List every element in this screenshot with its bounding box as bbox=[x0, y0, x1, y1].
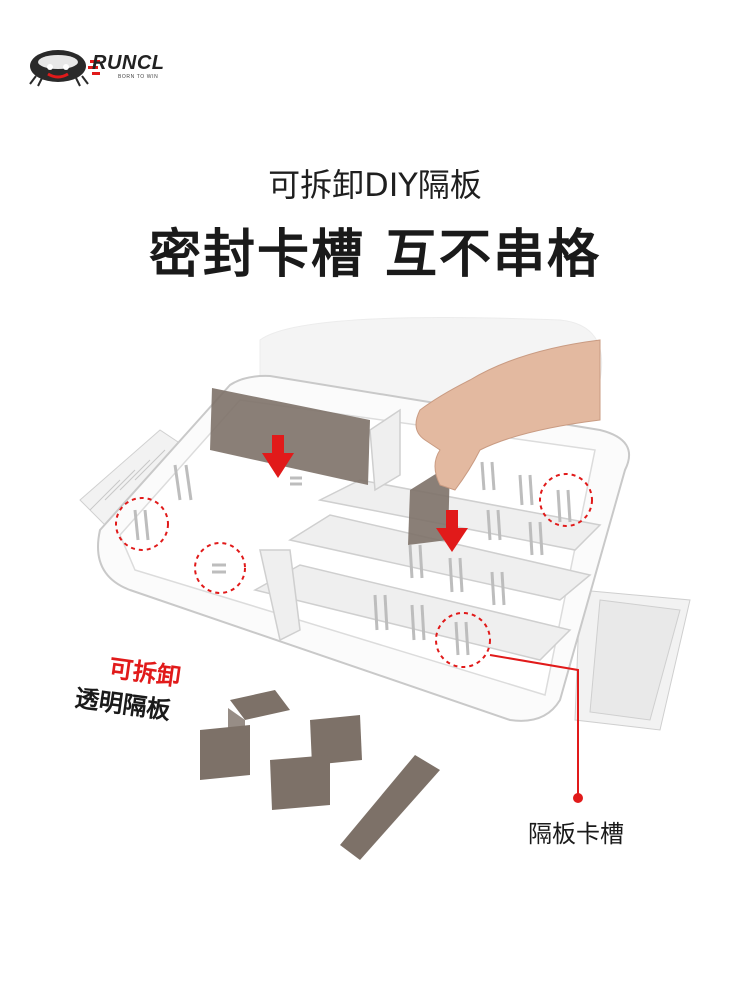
tackle-box-illustration bbox=[79, 317, 691, 860]
right-latch bbox=[574, 589, 691, 731]
slot-ridges bbox=[133, 461, 572, 656]
highlight-circles bbox=[115, 473, 593, 668]
brand-tagline: BORN TO WIN bbox=[118, 74, 159, 80]
page-subtitle: 可拆卸DIY隔板 bbox=[268, 166, 482, 204]
hand bbox=[415, 339, 601, 491]
loose-dividers bbox=[200, 690, 440, 860]
honey-badger-icon bbox=[29, 50, 89, 87]
divider-slot-label: 隔板卡槽 bbox=[528, 820, 624, 848]
brand-logo bbox=[29, 50, 100, 87]
brand-name: RUNCL bbox=[92, 52, 165, 74]
page-title: 密封卡槽 互不串格 bbox=[148, 225, 602, 285]
divider-left bbox=[210, 388, 370, 485]
down-arrow-icon bbox=[262, 435, 294, 478]
down-arrow-icon bbox=[436, 510, 468, 552]
